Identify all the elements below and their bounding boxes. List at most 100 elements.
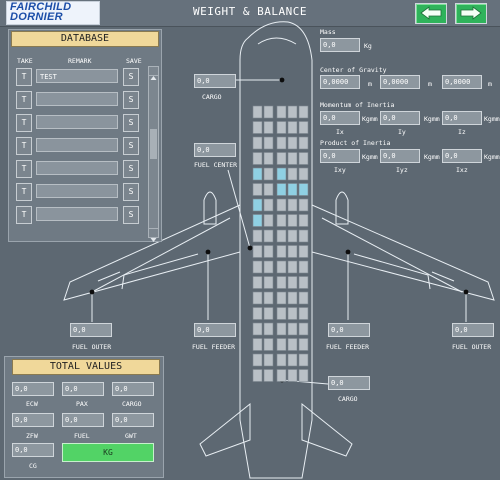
remark-field[interactable]: TEST xyxy=(36,69,118,83)
seat[interactable] xyxy=(287,353,298,367)
seat[interactable] xyxy=(263,307,274,320)
seat[interactable] xyxy=(298,136,309,150)
save-button[interactable]: S xyxy=(123,160,139,178)
fuel-center-field[interactable]: 0,0 xyxy=(194,143,236,157)
seat[interactable] xyxy=(298,183,309,196)
seat[interactable] xyxy=(252,152,263,165)
seat[interactable] xyxy=(298,276,309,289)
seat[interactable] xyxy=(252,167,263,181)
seat[interactable] xyxy=(298,245,309,258)
seat[interactable] xyxy=(263,322,274,336)
seat[interactable] xyxy=(276,353,287,367)
save-button[interactable]: S xyxy=(123,68,139,86)
cargo-rear-field[interactable]: 0,0 xyxy=(328,376,370,390)
take-button[interactable]: T xyxy=(16,137,32,155)
seat[interactable] xyxy=(276,260,287,274)
seat[interactable] xyxy=(298,369,309,382)
seat[interactable] xyxy=(263,245,274,258)
seat[interactable] xyxy=(276,214,287,227)
seat[interactable] xyxy=(287,369,298,382)
seat[interactable] xyxy=(276,198,287,212)
seat[interactable] xyxy=(263,136,274,150)
seat[interactable] xyxy=(298,214,309,227)
seat[interactable] xyxy=(287,183,298,196)
scroll-up-icon[interactable] xyxy=(149,67,158,80)
seat[interactable] xyxy=(287,198,298,212)
seat[interactable] xyxy=(252,322,263,336)
seat[interactable] xyxy=(298,105,309,119)
seat[interactable] xyxy=(263,152,274,165)
seat[interactable] xyxy=(263,167,274,181)
seat[interactable] xyxy=(252,136,263,150)
seat[interactable] xyxy=(263,291,274,305)
remark-field[interactable] xyxy=(36,161,118,175)
seat[interactable] xyxy=(298,307,309,320)
unit-kg-button[interactable]: KG xyxy=(62,443,154,462)
seat[interactable] xyxy=(287,121,298,134)
seat[interactable] xyxy=(276,105,287,119)
seat[interactable] xyxy=(263,276,274,289)
seat[interactable] xyxy=(263,338,274,351)
seat[interactable] xyxy=(276,183,287,196)
save-button[interactable]: S xyxy=(123,137,139,155)
back-button[interactable] xyxy=(415,3,447,24)
seat[interactable] xyxy=(287,307,298,320)
database-scrollbar[interactable] xyxy=(148,66,159,242)
save-button[interactable]: S xyxy=(123,183,139,201)
seat[interactable] xyxy=(263,260,274,274)
take-button[interactable]: T xyxy=(16,91,32,109)
seat[interactable] xyxy=(252,338,263,351)
take-button[interactable]: T xyxy=(16,183,32,201)
seat[interactable] xyxy=(287,260,298,274)
seat[interactable] xyxy=(287,136,298,150)
remark-field[interactable] xyxy=(36,184,118,198)
cargo-front-field[interactable]: 0,0 xyxy=(194,74,236,88)
seat[interactable] xyxy=(298,353,309,367)
seat[interactable] xyxy=(263,214,274,227)
fuel-outer-right-field[interactable]: 0,0 xyxy=(452,323,494,337)
seat[interactable] xyxy=(252,229,263,243)
seat[interactable] xyxy=(263,369,274,382)
seat[interactable] xyxy=(287,322,298,336)
seat[interactable] xyxy=(276,369,287,382)
seat[interactable] xyxy=(252,105,263,119)
seat[interactable] xyxy=(263,105,274,119)
seat[interactable] xyxy=(276,307,287,320)
save-button[interactable]: S xyxy=(123,114,139,132)
scroll-down-icon[interactable] xyxy=(149,228,158,242)
seat[interactable] xyxy=(276,121,287,134)
seat[interactable] xyxy=(276,276,287,289)
seat[interactable] xyxy=(263,353,274,367)
seat[interactable] xyxy=(252,260,263,274)
take-button[interactable]: T xyxy=(16,160,32,178)
seat[interactable] xyxy=(276,167,287,181)
seat[interactable] xyxy=(276,229,287,243)
seat[interactable] xyxy=(276,291,287,305)
seat[interactable] xyxy=(298,121,309,134)
fuel-feeder-right-field[interactable]: 0,0 xyxy=(328,323,370,337)
seat[interactable] xyxy=(252,121,263,134)
save-button[interactable]: S xyxy=(123,91,139,109)
seat[interactable] xyxy=(287,105,298,119)
seat[interactable] xyxy=(298,198,309,212)
seat[interactable] xyxy=(287,338,298,351)
seat[interactable] xyxy=(252,245,263,258)
seat[interactable] xyxy=(252,276,263,289)
seat[interactable] xyxy=(276,245,287,258)
fuel-outer-left-field[interactable]: 0,0 xyxy=(70,323,112,337)
forward-button[interactable] xyxy=(455,3,487,24)
seat[interactable] xyxy=(276,152,287,165)
remark-field[interactable] xyxy=(36,115,118,129)
seat[interactable] xyxy=(263,229,274,243)
seat[interactable] xyxy=(252,183,263,196)
seat[interactable] xyxy=(263,121,274,134)
seat[interactable] xyxy=(298,229,309,243)
seat[interactable] xyxy=(298,152,309,165)
remark-field[interactable] xyxy=(36,92,118,106)
seat-map[interactable] xyxy=(252,105,309,382)
seat[interactable] xyxy=(252,307,263,320)
seat[interactable] xyxy=(298,260,309,274)
seat[interactable] xyxy=(287,152,298,165)
remark-field[interactable] xyxy=(36,207,118,221)
seat[interactable] xyxy=(287,167,298,181)
